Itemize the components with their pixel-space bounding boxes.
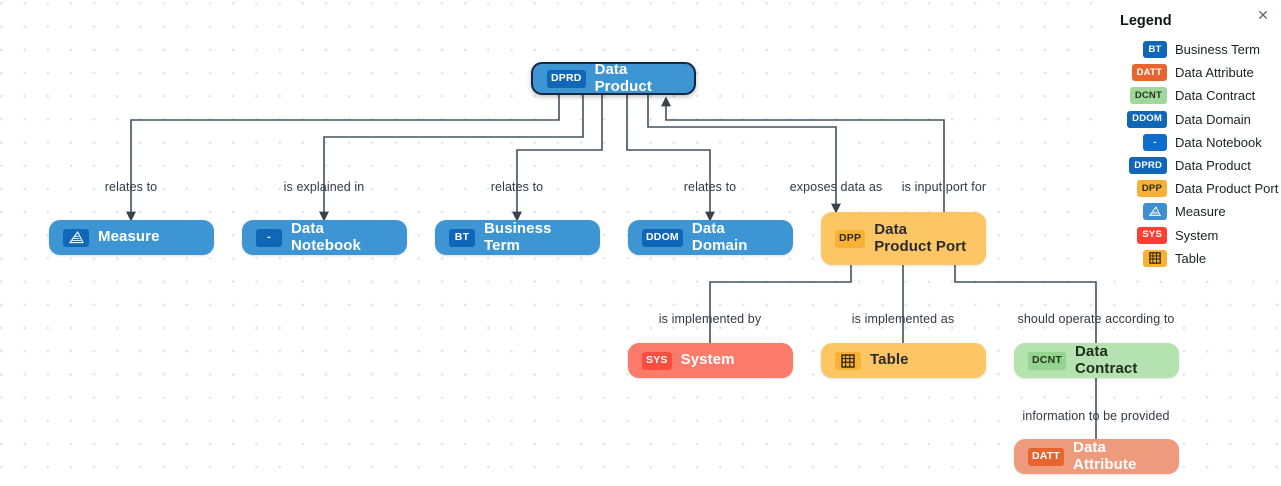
edge-is-input-port-for [661, 96, 945, 212]
node-table[interactable]: Table [821, 343, 986, 378]
node-label-data-notebook: Data Notebook [291, 219, 361, 254]
legend-label-system: System [1175, 227, 1219, 243]
measure-icon [63, 228, 89, 247]
legend-item-data-domain: DDOM Data Domain [1119, 108, 1269, 131]
edge-label-relates-to-business-term: relates to [490, 180, 544, 194]
legend-label-data-domain: Data Domain [1175, 111, 1251, 127]
legend-label-business-term: Business Term [1175, 42, 1261, 58]
node-label-data-product: Data Product [594, 60, 652, 95]
legend-item-data-product-port: DPP Data Product Port [1119, 177, 1278, 200]
legend-title: Legend [1120, 13, 1172, 29]
edge-relates-to-measure [126, 95, 560, 222]
legend-label-data-product-port: Data Product Port [1175, 181, 1279, 197]
node-badge-dprd: DPRD [547, 69, 586, 88]
node-badge-ddom: DDOM [642, 228, 683, 247]
table-icon [835, 351, 861, 370]
edge-label-information-to-be-provided: information to be provided [1022, 409, 1170, 423]
legend-label-table: Table [1175, 250, 1207, 266]
legend-badge-datt: DATT [1131, 64, 1167, 82]
edge-label-is-implemented-by: is implemented by [658, 312, 762, 326]
node-label-data-product-port: Data Product Port [874, 220, 967, 255]
node-label-business-term: Business Term [484, 219, 552, 254]
legend-badge-sys: SYS [1137, 226, 1167, 244]
edge-label-is-input-port-for: is input port for [901, 180, 987, 194]
legend-badge-ddom: DDOM [1127, 110, 1167, 128]
legend-table-icon [1143, 249, 1167, 267]
node-label-data-contract: Data Contract [1074, 342, 1138, 377]
edge-label-is-explained-in: is explained in [283, 180, 365, 194]
legend-label-data-contract: Data Contract [1175, 88, 1256, 104]
edge-label-relates-to-data-domain: relates to [683, 180, 737, 194]
node-badge-datt: DATT [1028, 447, 1065, 466]
legend-label-data-attribute: Data Attribute [1175, 65, 1254, 81]
node-data-product[interactable]: DPRD Data Product [531, 60, 696, 95]
legend-badge-dprd: DPRD [1129, 157, 1167, 175]
legend-label-data-notebook: Data Notebook [1175, 134, 1262, 150]
edge-label-exposes-data-as: exposes data as [789, 180, 883, 194]
legend-item-table: Table [1119, 247, 1269, 270]
edge-relates-to-business-term [512, 95, 603, 222]
legend-item-measure: Measure [1119, 200, 1269, 223]
node-measure[interactable]: Measure [49, 220, 214, 255]
node-data-contract[interactable]: DCNT Data Contract [1014, 343, 1179, 378]
node-badge-dpp: DPP [835, 229, 866, 248]
legend-item-data-attribute: DATT Data Attribute [1119, 61, 1269, 84]
node-badge-bt: BT [449, 228, 475, 247]
node-label-data-attribute: Data Attribute [1073, 438, 1137, 473]
close-icon[interactable]: ✕ [1257, 7, 1269, 23]
edge-is-implemented-by [705, 265, 852, 354]
legend-badge-notebook: - [1143, 133, 1167, 151]
edge-label-should-operate-according-to: should operate according to [1017, 312, 1175, 326]
legend-item-data-notebook: - Data Notebook [1119, 131, 1269, 154]
legend-label-data-product: Data Product [1175, 158, 1251, 174]
node-label-data-domain: Data Domain [691, 219, 748, 254]
node-badge-dcnt: DCNT [1028, 351, 1066, 370]
legend-label-measure: Measure [1175, 204, 1226, 220]
edge-is-explained-in [319, 95, 584, 222]
node-badge-sys: SYS [642, 351, 672, 370]
legend-badge-dcnt: DCNT [1129, 87, 1167, 105]
node-business-term[interactable]: BT Business Term [435, 220, 600, 255]
node-label-measure: Measure [98, 228, 160, 246]
node-label-table: Table [870, 351, 909, 369]
node-label-system: System [680, 351, 735, 369]
legend-measure-icon [1143, 203, 1167, 221]
legend-item-system: SYS System [1119, 224, 1269, 247]
legend-item-data-product: DPRD Data Product [1119, 154, 1269, 177]
edge-label-is-implemented-as: is implemented as [851, 312, 955, 326]
legend-item-business-term: BT Business Term [1119, 38, 1269, 61]
legend-badge-bt: BT [1143, 41, 1167, 59]
node-data-product-port[interactable]: DPP Data Product Port [821, 212, 986, 265]
edge-label-relates-to-measure: relates to [104, 180, 158, 194]
edge-exposes-data-as [647, 95, 841, 214]
edge-should-operate-according-to [954, 265, 1101, 354]
legend-badge-dpp: DPP [1136, 180, 1167, 198]
node-data-domain[interactable]: DDOM Data Domain [628, 220, 793, 255]
edge-relates-to-data-domain [626, 95, 715, 222]
node-data-notebook[interactable]: - Data Notebook [242, 220, 407, 255]
node-data-attribute[interactable]: DATT Data Attribute [1014, 439, 1179, 474]
legend-item-data-contract: DCNT Data Contract [1119, 84, 1269, 107]
node-badge-notebook: - [256, 228, 282, 247]
node-system[interactable]: SYS System [628, 343, 793, 378]
legend-panel: ✕ Legend BT Business Term DATT Data Attr… [1109, 0, 1281, 280]
